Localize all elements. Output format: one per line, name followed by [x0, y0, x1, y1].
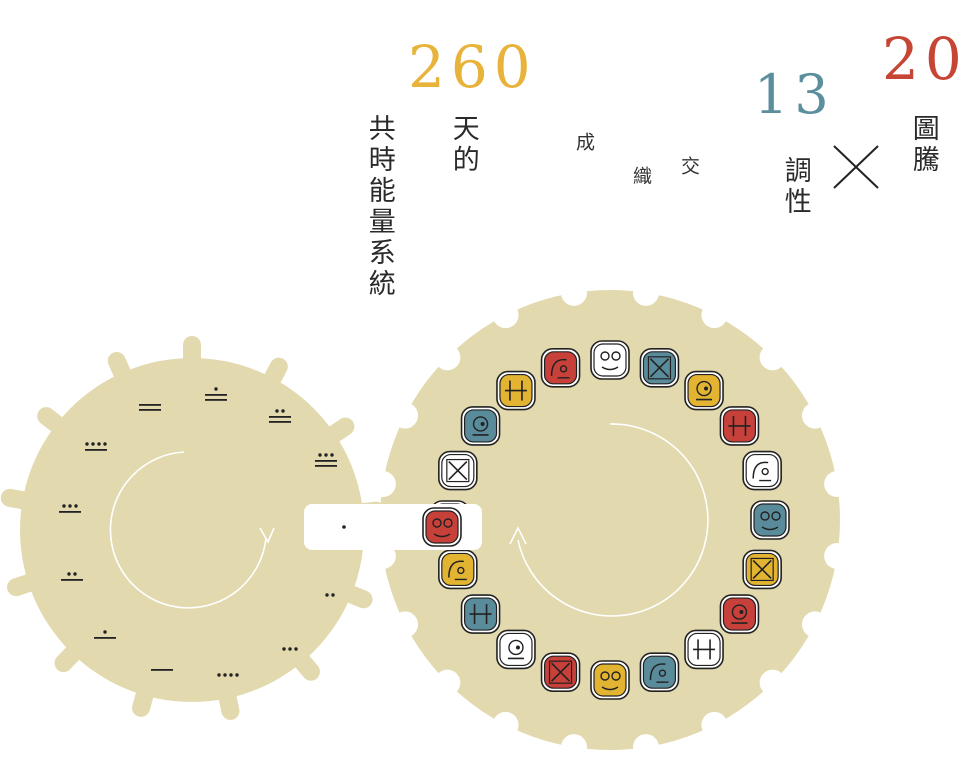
white-wizard-icon: [684, 629, 724, 670]
seal-gear-notch: [561, 734, 588, 761]
weave-char-3: 交: [678, 156, 700, 175]
system-label: 共時能量系統: [363, 114, 395, 300]
tone-gear-tooth: [339, 584, 373, 609]
days-label: 天的: [447, 114, 479, 176]
seal-gear-notch: [824, 542, 851, 569]
tone-gear-tooth: [0, 488, 35, 510]
seal-gear-notch: [492, 711, 519, 738]
seal-gear-notch: [434, 344, 461, 371]
yellow-warrior-icon: [590, 660, 630, 700]
seal-gear-notch: [632, 734, 659, 761]
seal-arrow-head: [509, 526, 527, 545]
tone-rotation-arc: [109, 451, 267, 609]
white-wind-icon: [438, 450, 478, 491]
white-dog-icon: [742, 450, 782, 491]
yellow-seed-icon: [496, 370, 536, 411]
yellow-star-icon: [684, 370, 724, 411]
weave-char-2: 織: [630, 166, 652, 185]
tone-numeral: [325, 593, 335, 597]
alignment-connector: [304, 504, 482, 550]
tone-gear-tooth: [183, 336, 201, 370]
days-number: 260: [408, 33, 537, 101]
seal-gear-notch: [492, 302, 519, 329]
current-tone-dot: [342, 525, 346, 529]
seal-gear-body: [380, 290, 840, 750]
red-moon-icon: [719, 406, 760, 446]
tones-label: 調性: [779, 156, 811, 218]
tones-number: 13: [754, 63, 835, 126]
seal-gear-notch: [824, 471, 851, 498]
tone-gear-tooth: [291, 650, 320, 681]
red-serpent-icon: [540, 348, 581, 388]
seal-gear-notch: [632, 279, 659, 306]
tone-numeral: [94, 630, 116, 639]
red-dragon-icon: [422, 507, 462, 547]
seal-gear-notch: [801, 611, 828, 638]
red-earth-icon: [540, 652, 581, 692]
white-mirror-icon: [496, 629, 536, 670]
weave-char-1: 成: [573, 132, 595, 151]
seal-gear-notch: [759, 669, 786, 696]
tone-gear-tooth: [218, 686, 240, 720]
tone-numeral: [151, 669, 173, 671]
seal-rotation-arc: [517, 423, 709, 617]
tone-gear-tooth: [54, 642, 84, 673]
tone-gear-tooth: [132, 683, 155, 717]
yellow-human-icon: [742, 549, 782, 590]
seal-gear-notch: [392, 402, 419, 429]
seal-gear-notch: [701, 302, 728, 329]
blue-night-icon: [460, 406, 501, 446]
seal-gear-notch: [561, 279, 588, 306]
seal-gear-notch: [759, 344, 786, 371]
tone-arrow-head: [259, 527, 275, 544]
tone-gear-tooth: [107, 351, 133, 385]
seal-gear-notch: [392, 611, 419, 638]
red-skywalker-icon: [719, 594, 760, 634]
tone-numeral: [217, 673, 239, 677]
blue-monkey-icon: [750, 500, 790, 540]
tone-gear-tooth: [323, 417, 355, 445]
times-icon: [833, 145, 879, 189]
seal-gear-notch: [369, 471, 396, 498]
tone-numeral: [139, 404, 161, 411]
tone-numeral: [85, 442, 107, 451]
seals-number: 20: [882, 25, 960, 93]
tone-numeral: [59, 504, 81, 513]
seal-gear-notch: [434, 669, 461, 696]
tone-gear-tooth: [37, 407, 68, 435]
tone-numeral: [315, 453, 337, 467]
seal-gear-notch: [801, 402, 828, 429]
seal-gear-notch: [701, 711, 728, 738]
tone-numeral: [282, 647, 298, 651]
seals-label: 圖騰: [907, 114, 939, 176]
tone-numeral: [205, 387, 227, 401]
tone-gear-tooth: [262, 357, 288, 390]
blue-eagle-icon: [639, 652, 680, 692]
yellow-sun-icon: [438, 549, 478, 590]
blue-hand-icon: [639, 348, 680, 388]
tone-gear: [0, 336, 385, 720]
blue-storm-icon: [460, 594, 501, 634]
tone-gear-tooth: [7, 573, 41, 597]
tone-numeral: [269, 409, 291, 423]
white-worldbridger-icon: [590, 340, 630, 380]
tone-numeral: [61, 572, 83, 581]
